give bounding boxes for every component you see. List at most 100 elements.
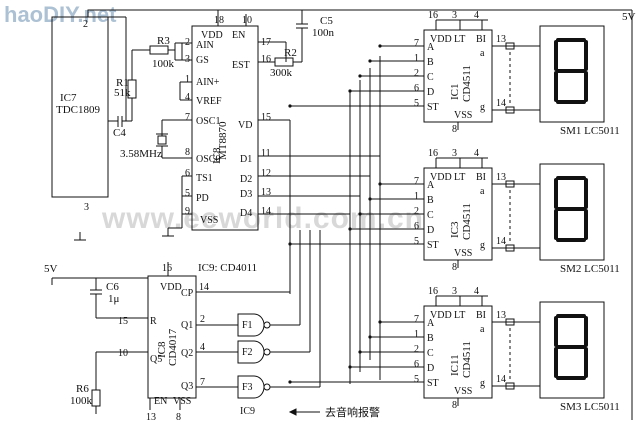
decoder-2-vss: VSS: [454, 248, 472, 259]
crystal: [156, 119, 192, 159]
display-2-label: SM2 LC5011: [560, 263, 620, 275]
ic8-osc0: OSC0: [196, 154, 220, 165]
display-1-label: SM1 LC5011: [560, 125, 620, 137]
decoder-2-pin13: 13: [496, 172, 506, 183]
decoder-1-top-pin-num-2: 4: [474, 10, 479, 21]
decoder-3-junction-1: [368, 335, 372, 339]
decoder-2-in-c: C: [427, 210, 434, 221]
c6-value: 1μ: [108, 293, 120, 305]
decoder-3-out-a: a: [480, 324, 485, 335]
ic8-osc1: OSC1: [196, 116, 220, 127]
decoder-2-top-pin-num-0: 16: [428, 148, 438, 159]
decoder-3-in-num-0: 7: [414, 314, 419, 325]
cd4017-en: EN: [154, 396, 167, 407]
ic8-ts1: TS1: [196, 173, 213, 184]
ic8-pin8: 8: [185, 147, 190, 158]
decoder-3-out-g: g: [480, 378, 485, 389]
decoder-2-junction-4: [288, 242, 292, 246]
ic8-pin12: 12: [261, 168, 271, 179]
decoder-1-out-g: g: [480, 102, 485, 113]
decoder-2-in-num-0: 7: [414, 176, 419, 187]
cd4017-pin10: 10: [118, 348, 128, 359]
cd4017-pin15: 15: [118, 316, 128, 327]
alarm-label: 去音响报警: [325, 405, 380, 419]
display-2-frame: [539, 163, 605, 261]
decoder-1-in-st: ST: [427, 102, 439, 113]
ic8-vd: VD: [238, 120, 252, 131]
c6-label: C6: [106, 281, 119, 293]
decoder-2-in-num-2: 2: [414, 206, 419, 217]
decoder-1-in-b: B: [427, 57, 434, 68]
decoder-3-pin13: 13: [496, 310, 506, 321]
decoder-1-in-num-3: 6: [414, 83, 419, 94]
c4-capacitor: [117, 108, 133, 127]
decoder-1-bi: BI: [476, 34, 486, 45]
ic8-vss: VSS: [200, 215, 218, 226]
cd4017-pin2: 2: [200, 314, 205, 325]
decoder-1-junction-3: [348, 89, 352, 93]
vdd-rail-label: 5V: [622, 11, 636, 23]
decoder-1-in-d: D: [427, 87, 434, 98]
ic8-name: IC8: [211, 147, 223, 164]
ic7-block: [51, 16, 109, 198]
c5-value: 100n: [312, 27, 335, 39]
decoder-3-pin14: 14: [496, 374, 506, 385]
cd4017-pin8: 8: [176, 412, 181, 423]
svg-text:haoDIY.net: haoDIY.net: [4, 2, 117, 27]
ic8-pin9: 9: [185, 206, 190, 217]
cd4017-pin16: 16: [162, 263, 172, 274]
decoder-2-in-b: B: [427, 195, 434, 206]
cd4017-vss: VSS: [173, 396, 191, 407]
r6-value: 100k: [70, 395, 93, 407]
ic8-d4: D4: [240, 208, 252, 219]
decoder-3-in-num-3: 6: [414, 359, 419, 370]
r1-resistor: [127, 50, 137, 108]
decoder-2-vdd: VDD: [430, 172, 452, 183]
ic8-part: MT8870: [217, 121, 229, 160]
ic8-pd: PD: [196, 193, 209, 204]
r2-value: 300k: [270, 67, 293, 79]
decoder-3-in-b: B: [427, 333, 434, 344]
decoder-1-lt: LT: [454, 34, 465, 45]
decoder-3-lt: LT: [454, 310, 465, 321]
decoder-3-res-a: [505, 318, 515, 326]
ic7-part: TDC1809: [56, 104, 101, 116]
decoder-2-bi: BI: [476, 172, 486, 183]
decoder-3-in-st: ST: [427, 378, 439, 389]
decoder-3-junction-0: [378, 320, 382, 324]
cd4017-q5: Q5: [150, 354, 162, 365]
decoder-2-junction-1: [368, 197, 372, 201]
cd4017-q3: Q3: [181, 381, 193, 392]
ic8-gs: GS: [196, 55, 209, 66]
decoder-2-in-num-4: 5: [414, 236, 419, 247]
decoder-3-name: IC11: [449, 354, 461, 376]
cd4017-cp: CP: [181, 288, 194, 299]
decoder-3-top-pin-num-0: 16: [428, 286, 438, 297]
cd4017-r: R: [150, 316, 157, 327]
decoder-2-out-g: g: [480, 240, 485, 251]
nand-gates: [237, 230, 321, 416]
decoder-2-in-num-3: 6: [414, 221, 419, 232]
ic8-pin7: 7: [185, 112, 190, 123]
decoder-3-in-a: A: [427, 318, 435, 329]
decoder-3-junction-2: [358, 350, 362, 354]
decoder-2-name: IC3: [449, 221, 461, 238]
cd4017-pin13: 13: [146, 412, 156, 423]
decoder-2-junction-2: [358, 212, 362, 216]
decoder-1-junction-4: [288, 104, 292, 108]
decoder-3-top-pin-num-1: 3: [452, 286, 457, 297]
decoder-3-top-pin-num-2: 4: [474, 286, 479, 297]
ic8-est: EST: [232, 60, 250, 71]
decoder-3-part: CD4511: [461, 341, 473, 378]
ic8-pin1: 1: [185, 74, 190, 85]
ic8-pin6: 6: [185, 168, 190, 179]
ic8-pin10: 10: [242, 15, 252, 26]
ic8-pin15: 15: [261, 112, 271, 123]
ic8-block: [191, 25, 259, 231]
cd4017-pin14: 14: [199, 282, 209, 293]
decoder-3-in-num-2: 2: [414, 344, 419, 355]
decoder-3-in-num-4: 5: [414, 374, 419, 385]
